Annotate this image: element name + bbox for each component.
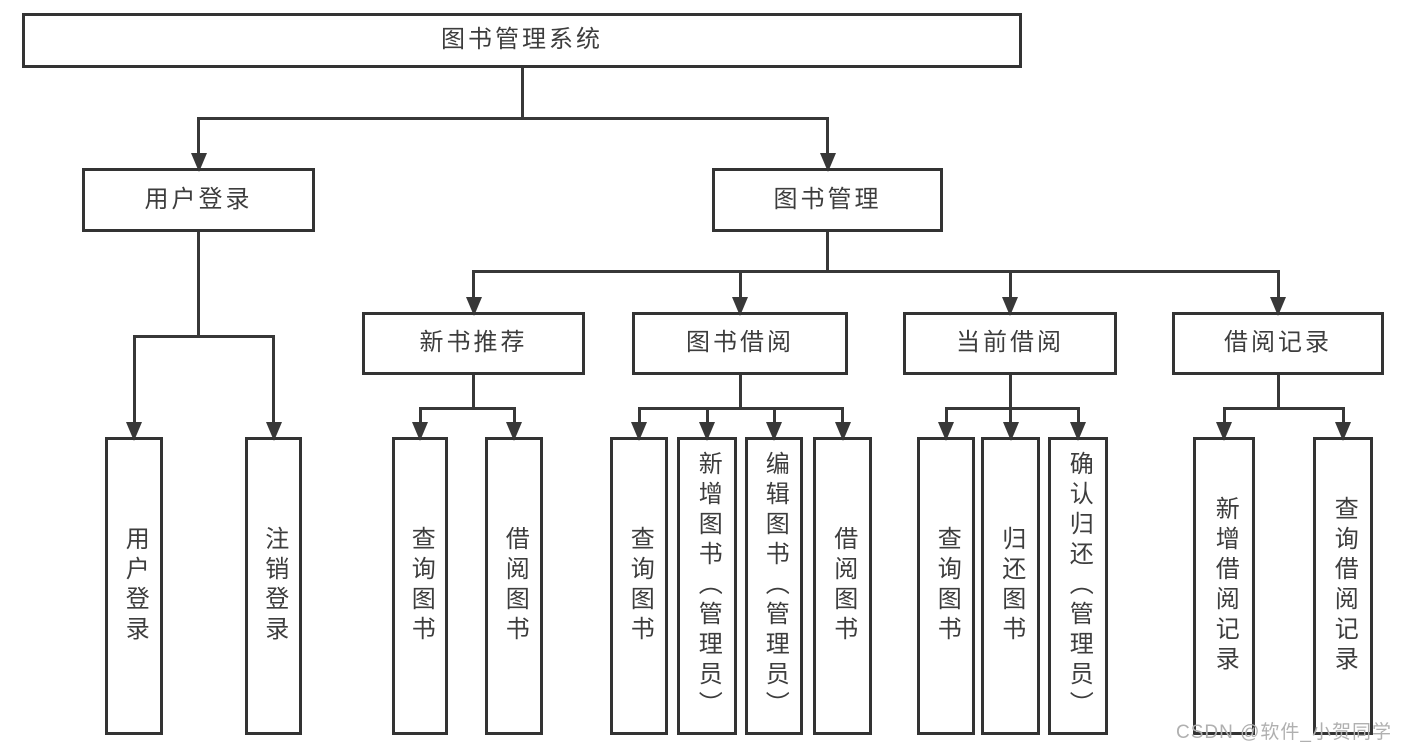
arrowhead-icon bbox=[1216, 422, 1232, 441]
connector-line bbox=[197, 117, 829, 120]
node-label-nb-query: 查询图书 bbox=[407, 526, 435, 646]
connector-line bbox=[637, 407, 641, 425]
node-label-book-borrow: 图书借阅 bbox=[686, 329, 794, 357]
node-user-login: 用户登录 bbox=[82, 168, 315, 232]
arrowhead-icon bbox=[1002, 297, 1018, 316]
connector-line bbox=[944, 407, 948, 425]
connector-line bbox=[826, 232, 829, 273]
node-cb-query: 查询图书 bbox=[917, 437, 975, 735]
node-bb-query: 查询图书 bbox=[610, 437, 668, 735]
connector-line bbox=[1222, 407, 1226, 425]
node-ul-logout: 注销登录 bbox=[245, 437, 302, 735]
connector-line bbox=[197, 232, 200, 338]
node-cb-confirm: 确认归还（管理员） bbox=[1048, 437, 1108, 735]
connector-line bbox=[1076, 407, 1080, 425]
connector-line bbox=[512, 407, 516, 425]
connector-line bbox=[132, 335, 136, 425]
node-br-add: 新增借阅记录 bbox=[1193, 437, 1255, 735]
node-bb-edit: 编辑图书（管理员） bbox=[745, 437, 803, 735]
connector-line bbox=[944, 407, 1080, 410]
node-label-current-borrow: 当前借阅 bbox=[956, 329, 1064, 357]
arrowhead-icon bbox=[1335, 422, 1351, 441]
connector-line bbox=[272, 335, 275, 425]
node-new-books: 新书推荐 bbox=[362, 312, 585, 375]
node-bb-add: 新增图书（管理员） bbox=[677, 437, 737, 735]
node-label-cb-return: 归还图书 bbox=[997, 526, 1025, 646]
connector-line bbox=[705, 407, 709, 425]
node-br-query: 查询借阅记录 bbox=[1313, 437, 1373, 735]
node-label-nb-borrow: 借阅图书 bbox=[501, 526, 529, 646]
node-label-new-books: 新书推荐 bbox=[419, 329, 528, 357]
arrowhead-icon bbox=[1002, 422, 1019, 441]
arrowhead-icon bbox=[1270, 297, 1286, 316]
connector-line bbox=[1222, 407, 1345, 410]
arrowhead-icon bbox=[699, 422, 715, 441]
connector-line bbox=[772, 407, 776, 425]
node-current-borrow: 当前借阅 bbox=[903, 312, 1117, 375]
arrowhead-icon bbox=[265, 422, 282, 441]
node-label-cb-query: 查询图书 bbox=[933, 526, 961, 646]
node-label-borrow-records: 借阅记录 bbox=[1224, 329, 1332, 357]
connector-line bbox=[472, 270, 1280, 273]
node-nb-query: 查询图书 bbox=[392, 437, 448, 735]
node-nb-borrow: 借阅图书 bbox=[485, 437, 543, 735]
arrowhead-icon bbox=[631, 422, 647, 441]
node-label-bb-add: 新增图书（管理员） bbox=[694, 451, 722, 721]
connector-line bbox=[472, 270, 475, 300]
connector-line bbox=[826, 117, 829, 156]
connector-line bbox=[738, 270, 742, 300]
connector-line bbox=[841, 407, 844, 425]
node-label-bb-query: 查询图书 bbox=[626, 526, 654, 646]
arrowhead-icon bbox=[766, 422, 782, 441]
arrowhead-icon bbox=[819, 153, 836, 172]
connector-line bbox=[1009, 407, 1012, 425]
connector-line bbox=[1008, 375, 1012, 410]
node-label-br-query: 查询借阅记录 bbox=[1330, 496, 1358, 676]
node-label-book-mgmt: 图书管理 bbox=[773, 185, 882, 213]
node-cb-return: 归还图书 bbox=[981, 437, 1040, 735]
arrowhead-icon bbox=[126, 422, 142, 441]
node-borrow-records: 借阅记录 bbox=[1172, 312, 1384, 375]
connector-line bbox=[1276, 270, 1280, 300]
arrowhead-icon bbox=[732, 297, 748, 316]
connector-line bbox=[472, 375, 475, 410]
connector-line bbox=[1341, 407, 1345, 425]
connector-line bbox=[418, 407, 516, 410]
arrowhead-icon bbox=[938, 422, 954, 441]
node-label-ul-logout: 注销登录 bbox=[260, 526, 288, 646]
connector-line bbox=[197, 117, 200, 156]
arrowhead-icon bbox=[412, 422, 428, 441]
csdn-watermark: CSDN @软件_小贺同学 bbox=[1176, 722, 1392, 743]
connector-line bbox=[520, 68, 524, 120]
arrowhead-icon bbox=[465, 297, 482, 316]
node-bb-borrow: 借阅图书 bbox=[813, 437, 872, 735]
connector-line bbox=[1276, 375, 1280, 410]
node-book-mgmt: 图书管理 bbox=[712, 168, 943, 232]
node-label-root: 图书管理系统 bbox=[441, 26, 603, 54]
node-ul-login: 用户登录 bbox=[105, 437, 163, 735]
node-book-borrow: 图书借阅 bbox=[632, 312, 848, 375]
arrowhead-icon bbox=[506, 422, 522, 441]
connector-line bbox=[637, 407, 844, 410]
node-label-bb-borrow: 借阅图书 bbox=[829, 526, 857, 646]
arrowhead-icon bbox=[190, 153, 207, 172]
node-label-cb-confirm: 确认归还（管理员） bbox=[1065, 451, 1093, 721]
node-label-bb-edit: 编辑图书（管理员） bbox=[761, 451, 789, 721]
arrowhead-icon bbox=[834, 422, 851, 441]
connector-line bbox=[1008, 270, 1012, 300]
node-label-user-login: 用户登录 bbox=[144, 185, 253, 213]
node-root: 图书管理系统 bbox=[22, 13, 1022, 68]
node-label-ul-login: 用户登录 bbox=[121, 526, 149, 646]
node-label-br-add: 新增借阅记录 bbox=[1211, 496, 1239, 676]
connector-line bbox=[738, 375, 742, 410]
connector-line bbox=[418, 407, 422, 425]
arrowhead-icon bbox=[1070, 422, 1086, 441]
connector-line bbox=[132, 335, 275, 338]
